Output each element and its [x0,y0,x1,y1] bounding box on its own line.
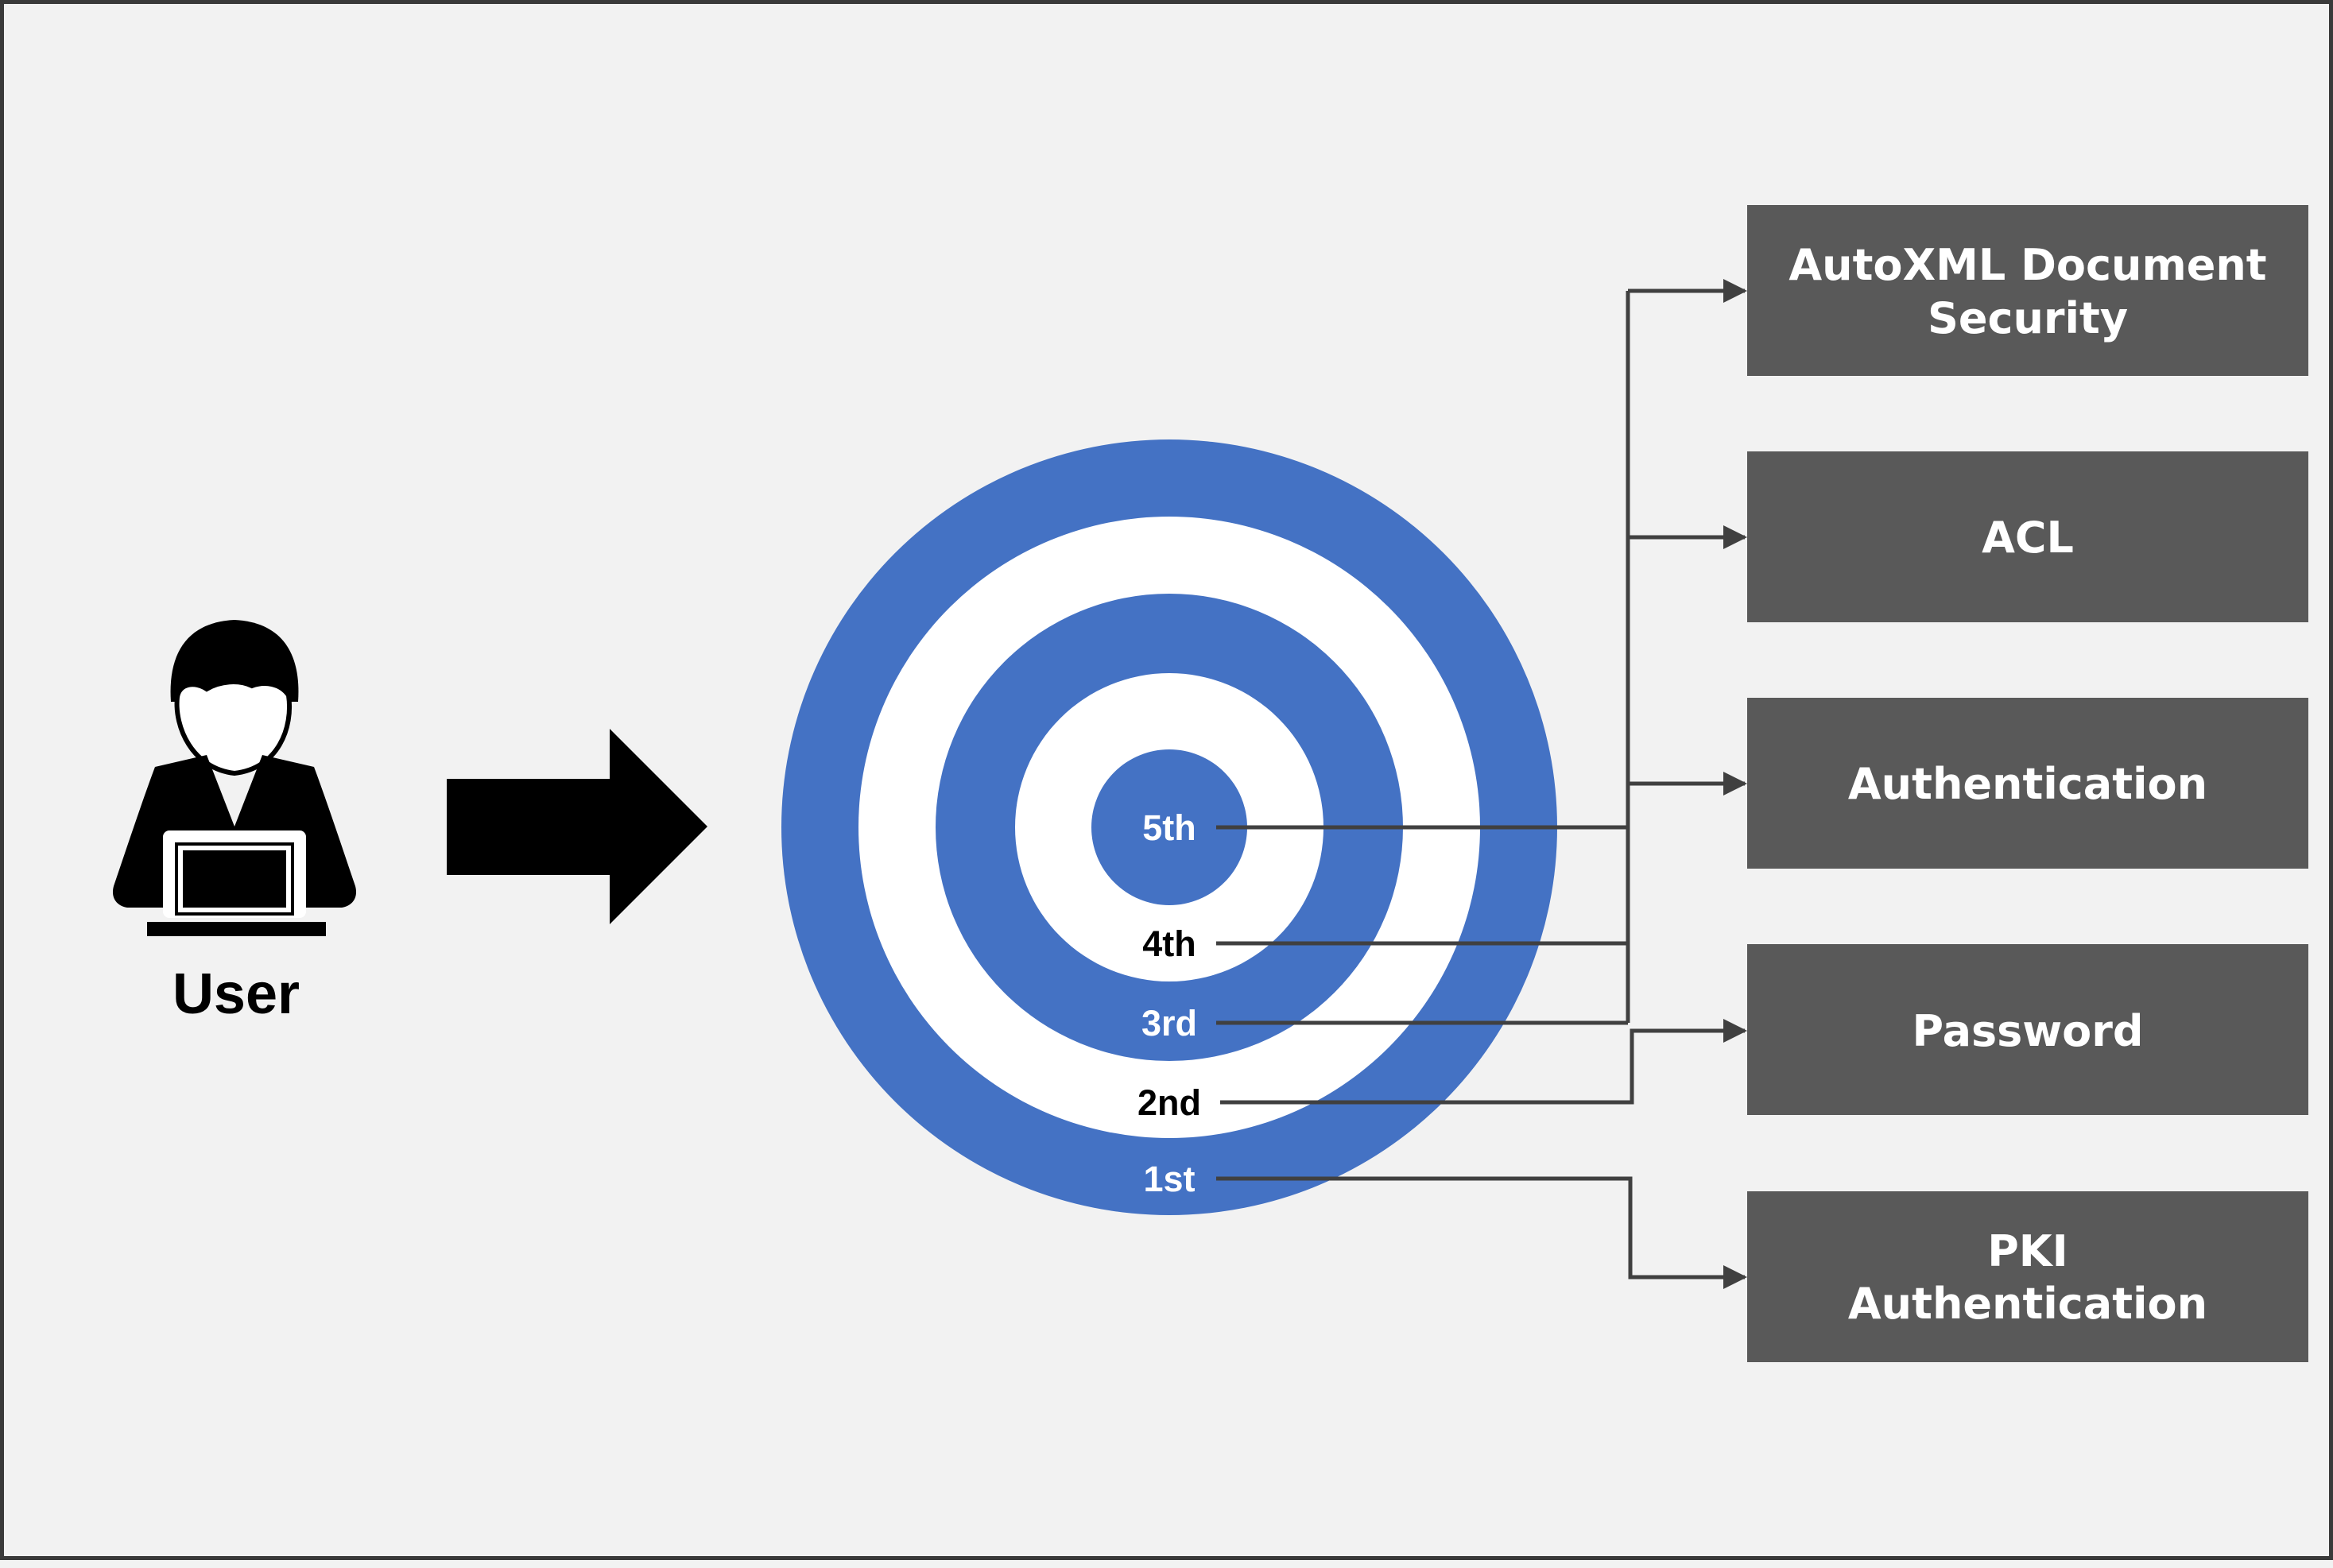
security-box-acl-label: ACL [1982,513,2074,563]
connector-lines [1216,279,1747,1289]
connector-1st-to-pki [1216,1176,1747,1289]
security-box-autoxml-line2: Security [1928,293,2128,343]
security-box-authentication-label: Authentication [1848,759,2207,809]
layer-label-2nd: 2nd [1137,1082,1201,1123]
security-box-autoxml-line1: AutoXML Document [1789,240,2266,290]
target-ring-5th [1091,749,1247,905]
security-box-autoxml: AutoXML Document Security [1747,205,2308,376]
layer-label-1st: 1st [1143,1159,1195,1199]
layer-labels: 5th 4th 3rd 2nd 1st [1137,807,1201,1199]
security-box-pki: PKI Authentication [1747,1191,2308,1362]
right-arrow-icon [447,729,707,924]
security-box-authentication: Authentication [1747,698,2308,869]
security-box-password: Password [1747,944,2308,1115]
connector-2nd-to-password [1220,1019,1747,1105]
layer-label-4th: 4th [1142,923,1196,964]
layer-label-5th: 5th [1142,807,1196,848]
user-with-laptop-icon [112,620,357,936]
user-label: User [172,962,300,1026]
security-box-pki-line2: Authentication [1848,1279,2207,1329]
security-box-acl: ACL [1747,451,2308,622]
diagram-svg: User 5th [112,205,2308,1362]
security-box-pki-line1: PKI [1987,1226,2068,1276]
layer-label-3rd: 3rd [1141,1003,1197,1043]
security-box-password-label: Password [1912,1006,2143,1056]
